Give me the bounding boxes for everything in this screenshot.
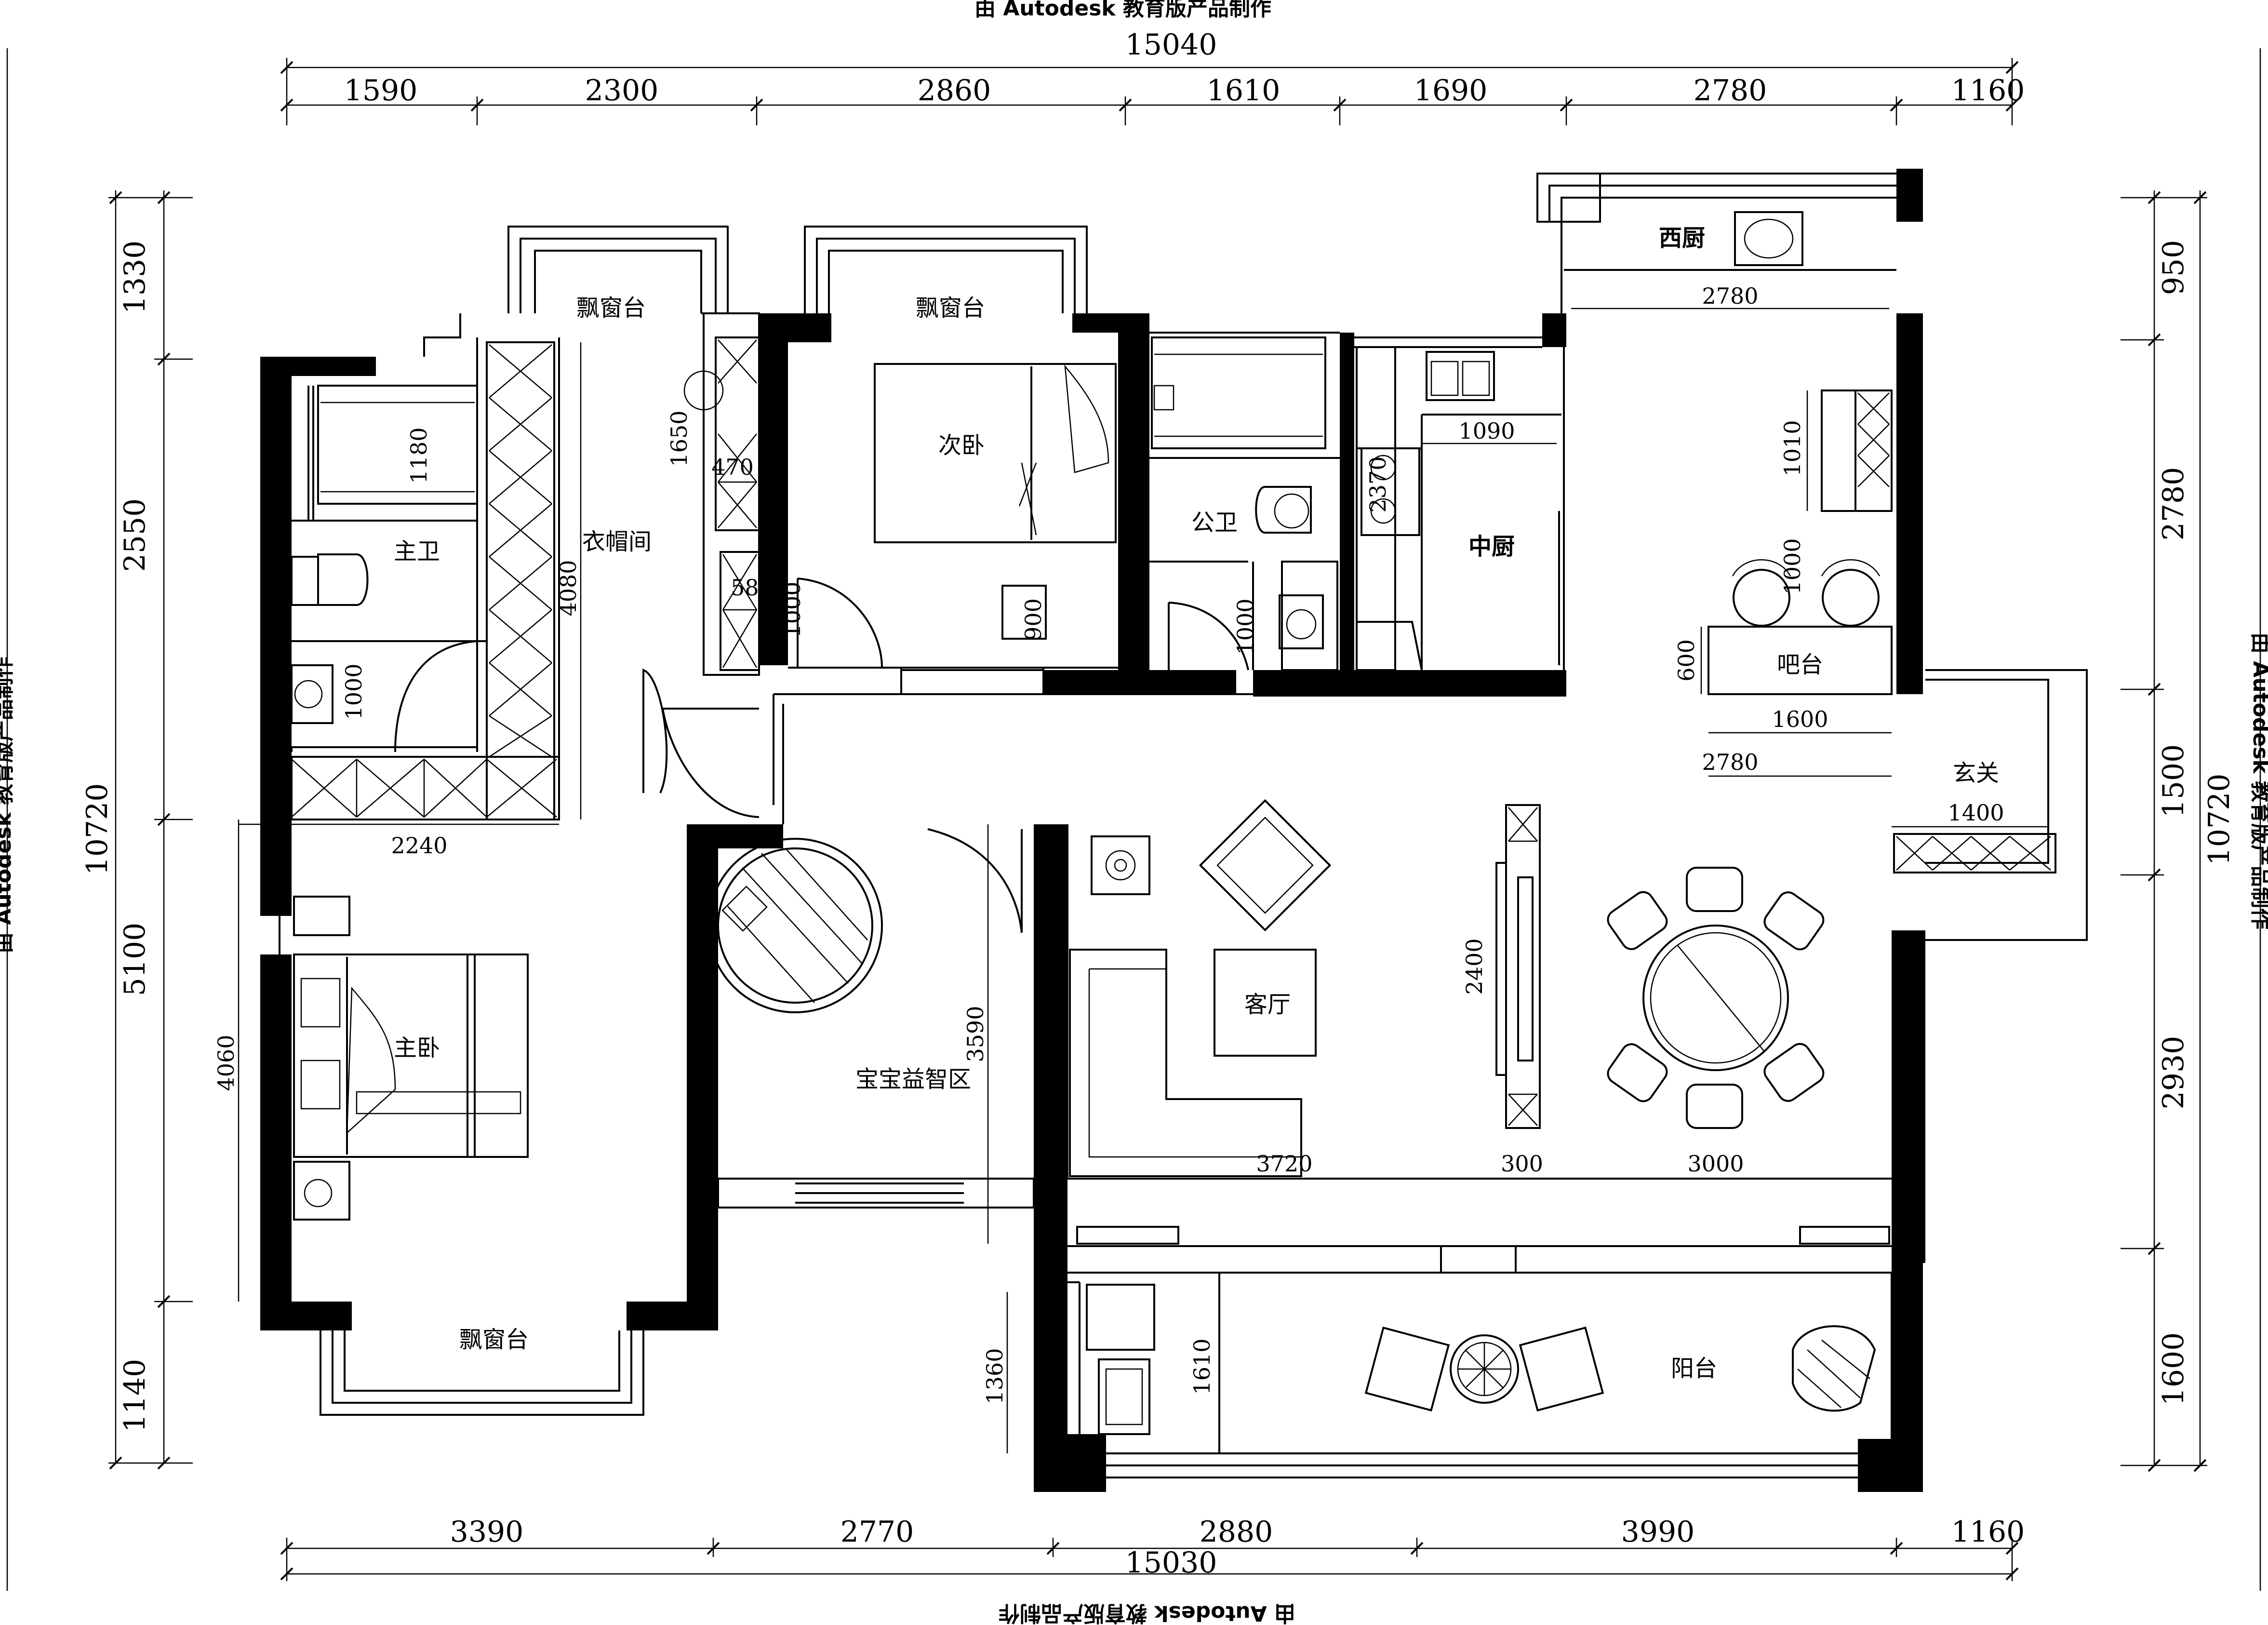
room-label-bay-window-master: 飘窗台 — [459, 1326, 529, 1353]
dim-bottom-2: 2770 — [840, 1515, 914, 1549]
room-label-balcony: 阳台 — [1671, 1355, 1717, 1382]
room-label-bar: 吧台 — [1777, 651, 1823, 678]
room-label-bay-window-cloak: 飘窗台 — [576, 295, 646, 322]
dim-top-6: 2780 — [1694, 74, 1767, 107]
inner-dim-580: 580 — [731, 575, 773, 601]
left-dimension-chain — [108, 190, 193, 1470]
dim-bottom-3: 2880 — [1200, 1515, 1273, 1549]
dim-left-total: 10720 — [80, 783, 114, 875]
wall-outlines — [269, 173, 2088, 1478]
watermark-top: 由 Autodesk 教育版产品制作 — [974, 0, 1271, 21]
inner-dim-2400: 2400 — [1461, 938, 1487, 994]
room-label-master-bedroom: 主卧 — [394, 1034, 440, 1061]
dim-left-1: 1330 — [118, 241, 152, 314]
room-label-chinese-kitchen: 中厨 — [1468, 533, 1515, 560]
watermark-left: 由 Autodesk 教育版产品制作 — [0, 657, 16, 954]
inner-dim-2370: 2370 — [1365, 456, 1391, 512]
inner-dim-3720: 3720 — [1256, 1151, 1312, 1177]
inner-dim-600: 600 — [1673, 639, 1699, 682]
room-label-bay-window-second: 飘窗台 — [916, 295, 985, 322]
dim-right-total: 10720 — [2202, 774, 2236, 866]
dim-right-5: 1600 — [2157, 1332, 2190, 1406]
dim-top-4: 1610 — [1207, 74, 1281, 107]
dim-top-2: 2300 — [585, 74, 659, 107]
top-dimension-chain — [280, 58, 2019, 125]
inner-dim-1090: 1090 — [1458, 418, 1515, 444]
room-label-second-bedroom: 次卧 — [938, 432, 985, 459]
furniture — [291, 211, 1890, 1435]
room-label-western-kitchen: 西厨 — [1659, 225, 1705, 252]
inner-dim-1000-master-bath: 1000 — [341, 663, 367, 720]
dim-top-total: 15040 — [1125, 28, 1217, 62]
inner-dim-1650: 1650 — [666, 410, 692, 467]
interior-dimension-lines — [238, 308, 2048, 1453]
inner-dim-1000-public-bath: 1000 — [1232, 598, 1258, 655]
inner-dim-1400: 1400 — [1948, 800, 2004, 826]
dim-bottom-1: 3390 — [450, 1515, 524, 1549]
right-dimension-chain — [2121, 190, 2207, 1472]
room-label-entrance: 玄关 — [1953, 760, 1999, 787]
dim-top-3: 2860 — [918, 74, 991, 107]
room-label-living-room: 客厅 — [1244, 991, 1291, 1018]
room-label-public-bath: 公卫 — [1191, 509, 1238, 536]
inner-dim-2780-top: 2780 — [1702, 283, 1758, 309]
doors — [394, 370, 1249, 933]
watermark-right: 由 Autodesk 教育版产品制作 — [2248, 632, 2268, 929]
dim-right-2: 2780 — [2157, 467, 2190, 541]
room-label-cloakroom: 衣帽间 — [582, 528, 652, 555]
inner-dim-1180: 1180 — [406, 427, 432, 483]
dim-left-3: 5100 — [118, 923, 152, 996]
inner-dim-2240: 2240 — [391, 833, 447, 859]
inner-dim-900: 900 — [1020, 598, 1046, 641]
inner-dim-1360: 1360 — [982, 1348, 1008, 1404]
dim-top-1: 1590 — [344, 74, 418, 107]
dim-right-4: 2930 — [2157, 1036, 2190, 1110]
inner-dim-300: 300 — [1501, 1151, 1543, 1177]
inner-dim-2780-bottom: 2780 — [1702, 749, 1758, 775]
dim-right-3: 1500 — [2157, 744, 2190, 818]
room-label-baby-area: 宝宝益智区 — [855, 1066, 971, 1093]
inner-dim-4080: 4080 — [555, 560, 581, 616]
inner-dim-1610: 1610 — [1189, 1338, 1215, 1395]
inner-dim-470: 470 — [711, 454, 754, 480]
inner-dim-1000-bar: 1000 — [1779, 538, 1805, 594]
dim-right-1: 950 — [2157, 240, 2190, 295]
dim-top-7: 1160 — [1951, 74, 2025, 107]
inner-dim-1000-closet: 1000 — [779, 581, 805, 638]
dim-bottom-4: 3990 — [1621, 1515, 1695, 1549]
dim-top-5: 1690 — [1414, 74, 1488, 107]
room-label-master-bath: 主卫 — [394, 538, 440, 565]
inner-dim-4060: 4060 — [213, 1034, 239, 1091]
bottom-dimension-chain — [280, 1538, 2019, 1581]
inner-dim-3590: 3590 — [962, 1006, 988, 1062]
wardrobe-hatch — [291, 339, 2051, 1129]
dim-bottom-total: 15030 — [1125, 1546, 1217, 1580]
inner-dim-1010: 1010 — [1779, 420, 1805, 476]
dim-bottom-5: 1160 — [1951, 1515, 2025, 1549]
inner-dim-1600-bar: 1600 — [1772, 706, 1828, 732]
watermark-bottom: 由 Autodesk 教育版产品制作 — [999, 1601, 1295, 1625]
dim-left-4: 1140 — [118, 1359, 152, 1433]
dim-left-2: 2550 — [118, 498, 152, 572]
inner-dim-3000: 3000 — [1687, 1151, 1744, 1177]
walls — [260, 169, 1925, 1492]
